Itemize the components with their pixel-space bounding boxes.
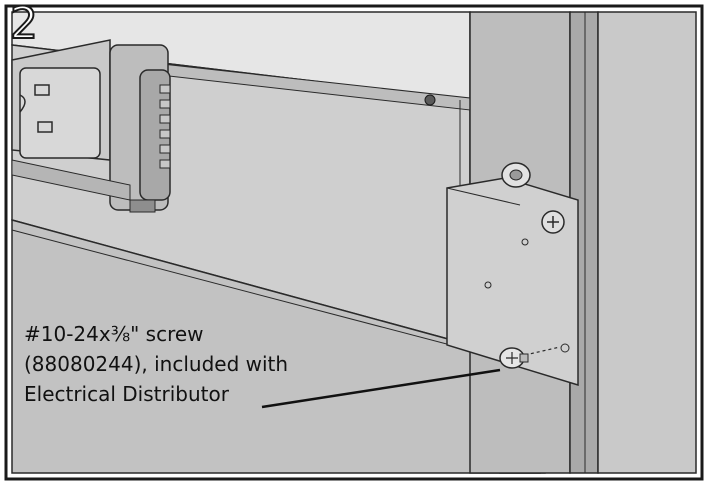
loose-screw-slot (506, 352, 518, 364)
callout-line-2: (88080244), included with (24, 352, 289, 376)
bracket-hole (484, 281, 492, 289)
loose-screw-shank (519, 353, 529, 363)
rail (11, 159, 131, 201)
adjacent-panel (597, 11, 697, 474)
step-number: 2 (9, 0, 39, 49)
bracket-fold (446, 187, 521, 206)
screw-callout: #10-24x⅜" screw (88080244), included wit… (24, 319, 288, 409)
figure-border (4, 4, 704, 481)
bracket-hole (521, 238, 529, 246)
connector-tab (129, 199, 156, 213)
callout-line-3: Electrical Distributor (24, 382, 229, 406)
rivet (424, 94, 436, 106)
washer-hole (509, 169, 523, 181)
shelf-edge-line (11, 229, 501, 359)
outlet-ground (19, 94, 26, 113)
outlet-face (19, 67, 101, 159)
screw-slot (547, 216, 559, 228)
outlet-slot (34, 84, 50, 96)
connector-ridges (159, 84, 171, 169)
outlet-slot (37, 121, 53, 133)
callout-line-1: #10-24x⅜" screw (24, 322, 204, 346)
bracket-hole (560, 343, 570, 353)
callout-leader-line (261, 368, 501, 409)
